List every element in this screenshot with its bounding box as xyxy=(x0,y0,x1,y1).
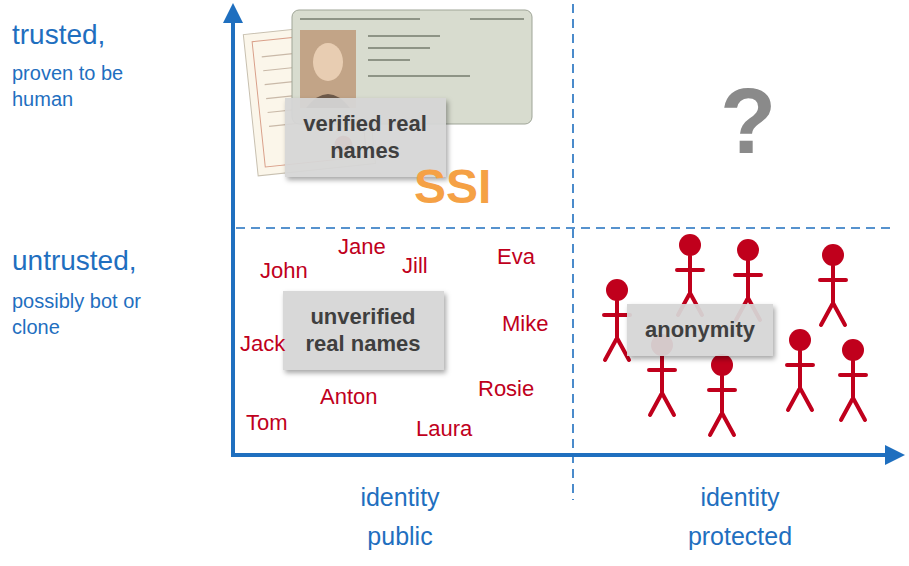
figure-head xyxy=(822,244,844,266)
card-lines xyxy=(300,19,524,76)
stick-figure xyxy=(820,244,846,325)
figure-body xyxy=(820,266,846,325)
name-label: Eva xyxy=(497,244,535,270)
category-box: unverified real names xyxy=(283,291,444,370)
figure-head xyxy=(679,234,701,256)
y-axis xyxy=(231,20,235,457)
name-label: Jack xyxy=(240,331,285,357)
category-box: anonymity xyxy=(627,304,773,356)
name-label: Rosie xyxy=(478,376,534,402)
figure-head xyxy=(789,329,811,351)
axis-arrowhead xyxy=(885,445,905,465)
axis-arrowhead xyxy=(223,3,243,23)
axis-label: identity protected xyxy=(665,478,815,556)
stick-figures xyxy=(604,234,866,435)
box-label: anonymity xyxy=(645,316,755,344)
stick-figure xyxy=(709,354,735,435)
axis-label: trusted, xyxy=(12,18,105,52)
name-label: Anton xyxy=(320,384,378,410)
figure-body xyxy=(840,361,866,420)
figure-head xyxy=(711,354,733,376)
figure-body xyxy=(709,376,735,435)
stick-figure xyxy=(840,339,866,420)
figure-body xyxy=(787,351,813,410)
card-face xyxy=(313,43,343,81)
box-label: unverified real names xyxy=(301,303,426,358)
axis-label: untrusted, xyxy=(12,244,137,278)
stick-figure xyxy=(787,329,813,410)
axis-note: proven to be human xyxy=(12,60,152,112)
name-label: Jill xyxy=(402,253,428,279)
name-label: Tom xyxy=(246,410,288,436)
axis-note: possibly bot or clone xyxy=(12,288,152,340)
name-label: John xyxy=(260,258,308,284)
quadrant-divider xyxy=(236,227,892,229)
figure-head xyxy=(842,339,864,361)
ssi-label: SSI xyxy=(414,158,491,216)
figure-head xyxy=(737,239,759,261)
name-label: Jane xyxy=(338,234,386,260)
question-mark: ? xyxy=(720,66,776,176)
name-label: Mike xyxy=(502,311,548,337)
x-axis xyxy=(231,453,888,457)
figure-body xyxy=(649,356,675,415)
quadrant-divider xyxy=(572,4,574,500)
axis-label: identity public xyxy=(340,478,460,556)
box-label: verified real names xyxy=(303,110,428,165)
stick-figure xyxy=(677,234,703,315)
figure-head xyxy=(606,279,628,301)
card-photo xyxy=(300,30,356,108)
name-label: Laura xyxy=(416,416,472,442)
